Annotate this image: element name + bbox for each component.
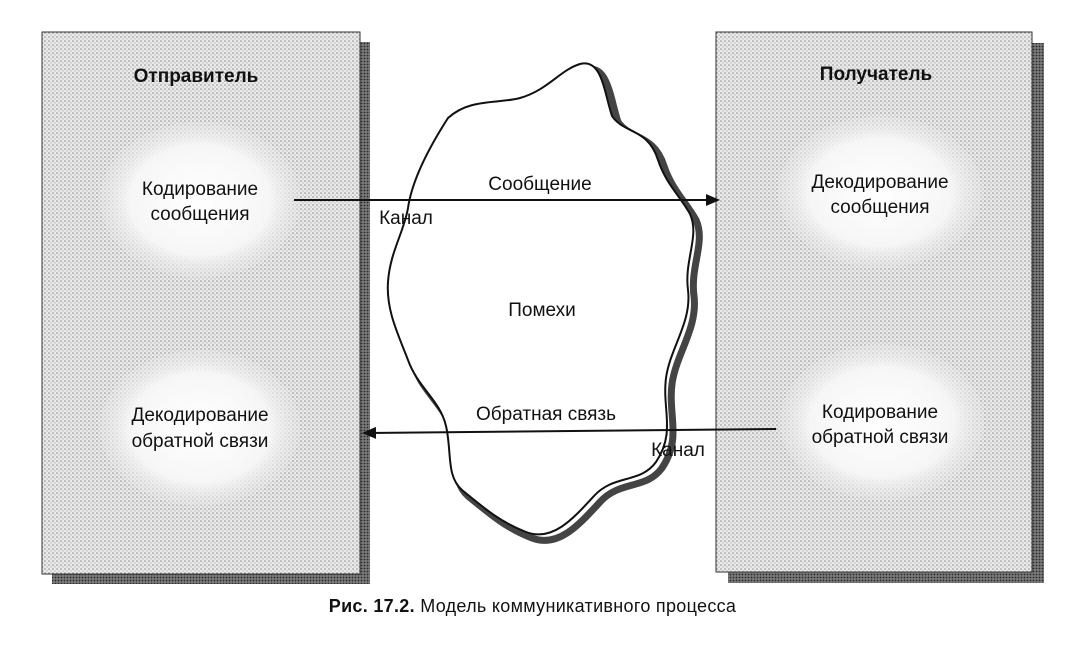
encode-feedback-line2: обратной связи <box>812 427 949 448</box>
noise-cloud: Помехи Канал Канал <box>379 62 705 544</box>
feedback-arrow: Обратная связь <box>362 404 777 439</box>
encode-message-ellipse <box>100 122 300 278</box>
sender-panel: Отправитель Кодирование сообщения Декоди… <box>41 31 370 584</box>
feedback-arrow-label: Обратная связь <box>476 404 616 425</box>
channel-top-label: Канал <box>379 208 433 229</box>
figure-caption-label: Рис. 17.2. <box>328 596 415 616</box>
decode-feedback-line2: обратной связи <box>132 431 269 452</box>
message-arrow-label: Сообщение <box>488 174 591 195</box>
decode-feedback-ellipse <box>100 350 300 506</box>
decode-message-line1: Декодирование <box>811 172 948 193</box>
channel-bottom-label: Канал <box>651 440 705 461</box>
decode-message-ellipse <box>778 116 982 268</box>
decode-feedback-line1: Декодирование <box>131 405 268 426</box>
decode-message-line2: сообщения <box>830 197 929 218</box>
noise-cloud-body <box>386 62 695 536</box>
encode-feedback-line1: Кодирование <box>822 402 938 423</box>
noise-label: Помехи <box>508 300 576 321</box>
message-arrow: Сообщение <box>294 174 720 206</box>
figure-caption: Рис. 17.2. Модель коммуникативного проце… <box>0 596 1065 617</box>
receiver-panel: Получатель Декодирование сообщения Кодир… <box>715 31 1044 583</box>
sender-title: Отправитель <box>134 66 259 87</box>
figure-caption-text: Модель коммуникативного процесса <box>420 596 737 616</box>
encode-message-line1: Кодирование <box>142 179 258 200</box>
feedback-arrow-line <box>362 426 777 439</box>
encode-message-line2: сообщения <box>150 204 249 225</box>
receiver-title: Получатель <box>820 64 932 85</box>
encode-feedback-ellipse <box>780 344 984 500</box>
